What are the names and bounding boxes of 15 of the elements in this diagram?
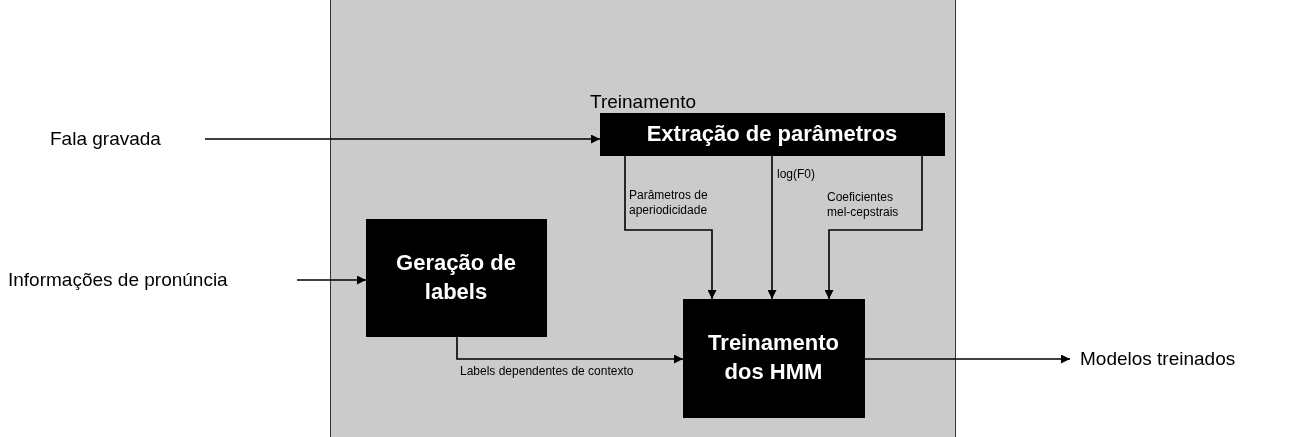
input-label: Fala gravada: [50, 128, 161, 150]
arrow: [824, 155, 923, 300]
arrow: [864, 354, 1071, 364]
arrow: [624, 155, 717, 300]
process-box: Extração de parâmetros: [599, 112, 945, 156]
group-title: Treinamento: [589, 91, 697, 113]
process-box: Geração de labels: [365, 218, 547, 337]
group-panel: [330, 0, 956, 437]
arrow: [296, 275, 367, 285]
output-label: Modelos treinados: [1080, 348, 1236, 370]
process-box: Treinamento dos HMM: [682, 298, 865, 418]
arrow: [456, 336, 684, 364]
arrow: [767, 155, 777, 300]
arrow: [204, 134, 601, 144]
input-label: Informações de pronúncia: [8, 269, 228, 291]
